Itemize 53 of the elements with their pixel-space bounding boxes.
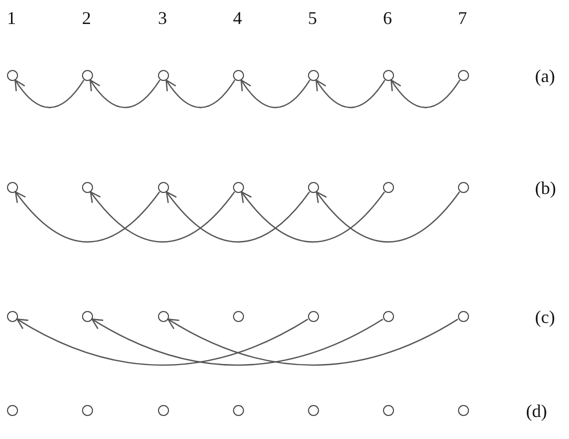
node-circle: [232, 404, 244, 416]
node-circle: [308, 70, 318, 80]
row-label: (c): [535, 307, 555, 327]
curved-arrow: [90, 79, 160, 108]
curved-arrow: [240, 191, 386, 242]
column-number: 5: [308, 8, 317, 28]
node-circle: [308, 310, 318, 322]
node-circle: [158, 404, 168, 416]
node-circle: [6, 310, 18, 322]
node-circle: [158, 70, 168, 80]
node-circle: [458, 404, 468, 416]
curved-arrow: [166, 79, 236, 108]
node-circle: [308, 182, 318, 192]
node-circle: [382, 310, 394, 322]
curved-arrow: [316, 79, 386, 108]
node-circle: [308, 404, 318, 416]
row-label: (a): [535, 66, 555, 86]
node-circle: [158, 182, 168, 192]
node-circle: [6, 404, 18, 416]
node-circle: [382, 70, 394, 80]
curved-arrow: [90, 191, 235, 242]
node-circle: [158, 310, 168, 322]
curved-arrow: [167, 318, 458, 366]
row-label: (d): [526, 401, 547, 421]
column-number: 4: [233, 8, 242, 28]
curved-arrow: [240, 79, 310, 108]
node-circle: [232, 182, 244, 192]
curved-arrow: [14, 79, 84, 108]
node-circle: [458, 70, 468, 80]
node-circle: [458, 182, 468, 192]
column-number: 2: [82, 8, 91, 28]
node-circle: [382, 182, 394, 192]
node-circle: [82, 70, 92, 80]
column-number: 1: [7, 8, 16, 28]
column-number: 7: [458, 8, 467, 28]
node-circle: [232, 70, 244, 80]
node-circle: [82, 404, 92, 416]
column-number: 6: [383, 8, 392, 28]
node-circle: [82, 182, 92, 192]
curved-arrow: [16, 318, 308, 366]
node-circle: [458, 310, 468, 322]
row-label: (b): [535, 178, 556, 198]
node-circle: [6, 70, 18, 80]
node-circle: [6, 182, 18, 192]
node-circle: [382, 404, 394, 416]
column-number: 3: [158, 8, 167, 28]
curved-arrow: [14, 191, 160, 242]
curved-arrow: [91, 318, 384, 366]
node-circle: [232, 310, 244, 322]
node-circle: [82, 310, 92, 322]
curved-arrow: [316, 191, 460, 242]
curved-arrow: [166, 191, 310, 242]
curved-arrow: [390, 79, 460, 108]
